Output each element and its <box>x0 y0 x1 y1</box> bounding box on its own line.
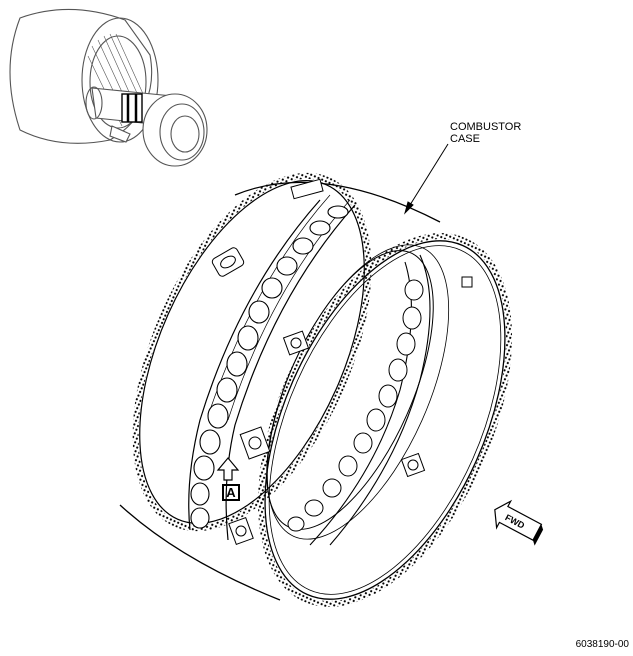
fwd-arrow-icon: FWD <box>494 499 544 546</box>
figure-number: 6038190-00 <box>575 639 629 650</box>
port-ring-inner <box>287 279 424 532</box>
callout-combustor: COMBUSTOR <box>450 121 522 133</box>
view-a-label: A <box>222 484 240 501</box>
callout-leader <box>404 143 449 215</box>
callout-case: CASE <box>450 133 480 145</box>
view-arrow-icon <box>216 457 240 481</box>
combustor-case <box>119 172 513 607</box>
front-flange <box>257 233 513 607</box>
rear-flange <box>132 172 372 532</box>
port-ring-band <box>190 205 349 529</box>
boss-icon <box>211 178 473 546</box>
engine-thumbnail <box>9 8 208 167</box>
